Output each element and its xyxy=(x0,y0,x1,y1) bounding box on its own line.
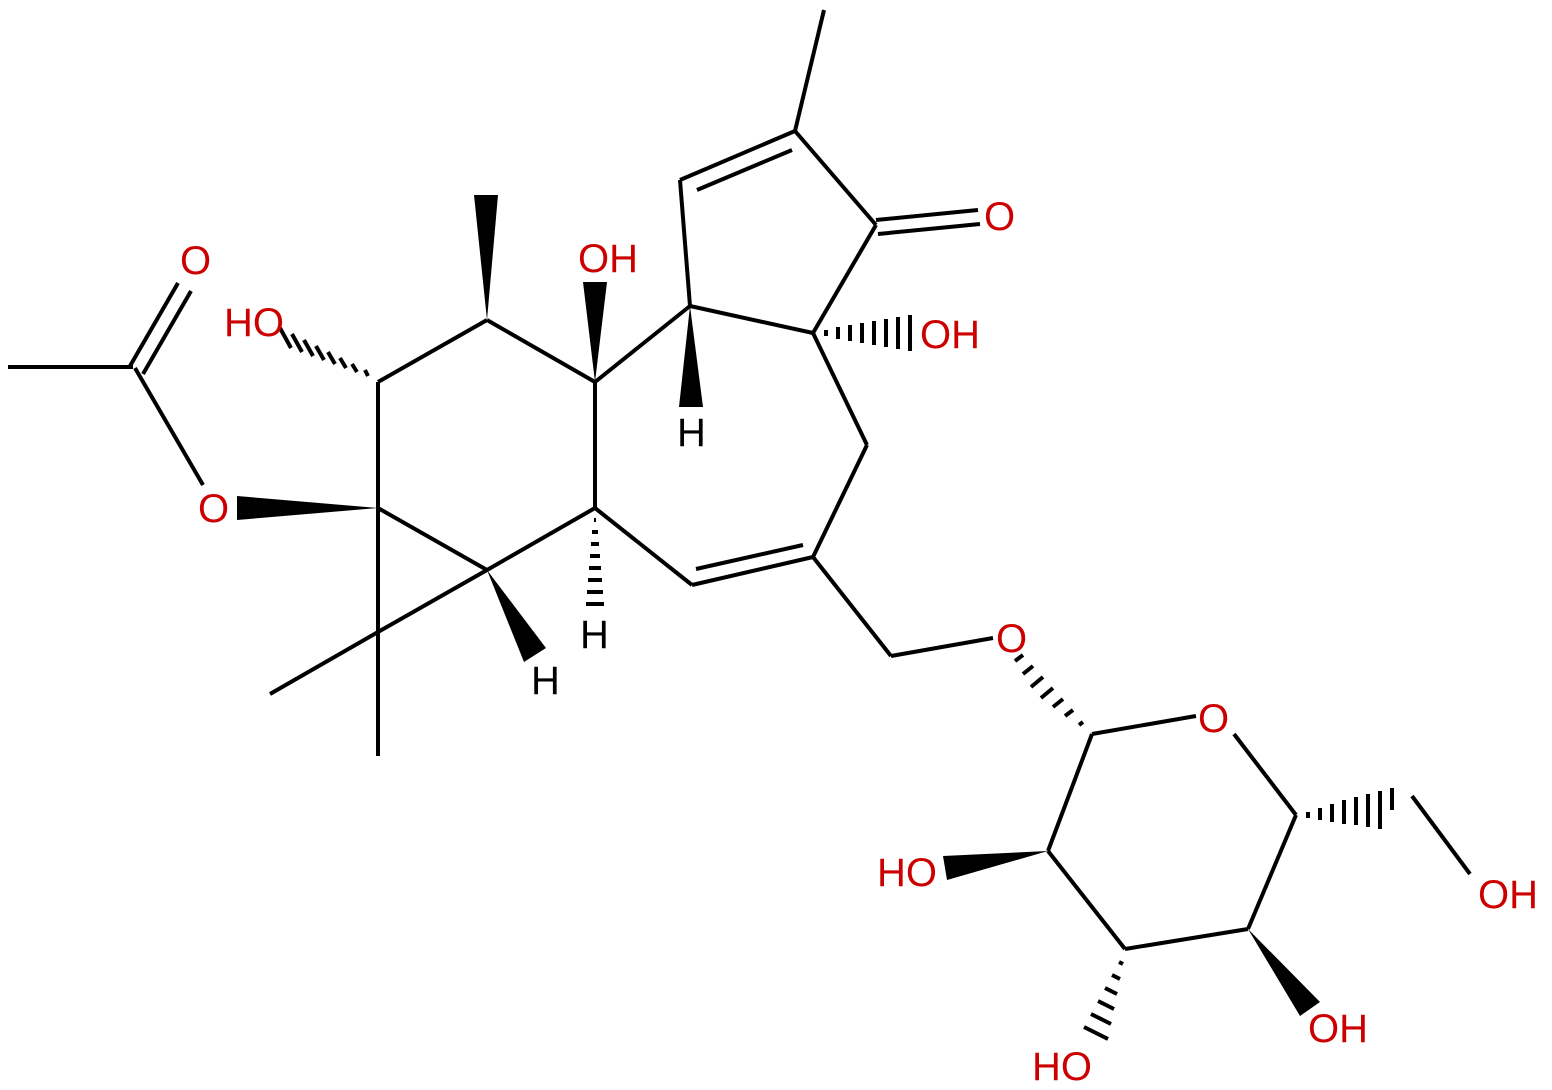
gem-methyl-a xyxy=(269,630,379,696)
sugar-c3-hydroxyl-label: HO xyxy=(1032,1045,1092,1089)
c9-hashed-bond xyxy=(278,327,370,377)
top-junction-h-wedge-bond xyxy=(679,306,703,407)
methyl-wedge-bond xyxy=(474,195,498,320)
ring-b-seven-membered xyxy=(593,304,869,587)
bond-c1-c2 xyxy=(689,304,814,335)
sugar-c6-hydroxymethyl: OH xyxy=(1306,788,1538,917)
c9-hydroxyl: HO xyxy=(224,301,370,377)
bond-c6-oh xyxy=(1410,794,1472,876)
alkene-bond-a xyxy=(691,555,814,587)
bond-c-c-ketone xyxy=(793,129,878,227)
bond-c2-c1 xyxy=(1046,733,1094,852)
ring-junction-top-h: H xyxy=(677,306,706,455)
bond-c9-c10 xyxy=(377,318,488,384)
cyclopropane-h-wedge-bond xyxy=(487,570,546,662)
ketone-double-bond-b xyxy=(877,222,981,236)
acetyl-ester-oxygen: O xyxy=(198,487,229,531)
ketone-oxygen: O xyxy=(984,195,1015,239)
tertiary-hydroxyl-label: OH xyxy=(920,313,980,357)
ketone-double-bond-a xyxy=(875,208,979,222)
glycosidic-linker: O xyxy=(811,555,1085,727)
ring-methyl-bond xyxy=(793,9,826,132)
bond-c7-c13 xyxy=(377,506,488,572)
sugar-c3-hashed-bond xyxy=(1083,960,1124,1041)
sugar-c2-wedge-bond xyxy=(943,851,1048,880)
sugar-c6-hydroxyl-label: OH xyxy=(1478,873,1538,917)
bottom-junction-hashed-bond xyxy=(586,518,604,606)
ester-o-wedge-bond xyxy=(237,496,378,520)
c4-oh-wedge-bond xyxy=(583,282,607,382)
bond-c1-c10 xyxy=(678,179,692,307)
carbonyl-double-bond-b xyxy=(141,289,193,376)
glucopyranose-ring: O xyxy=(1046,697,1298,951)
cyclopentenone-ring: O xyxy=(678,9,1015,335)
sugar-c2-hydroxyl-label: HO xyxy=(877,851,937,895)
bond-c5-c4 xyxy=(1246,814,1298,930)
acetyl-carbonyl-oxygen: O xyxy=(180,239,211,283)
bond-c8-c7 xyxy=(486,506,596,572)
bond-ketone-c2 xyxy=(811,223,878,335)
bond-c4-c3 xyxy=(1124,927,1249,951)
bond-c14-c7 xyxy=(377,568,488,634)
ring-alkene-a xyxy=(679,129,796,182)
ring-alkene-b xyxy=(696,148,793,192)
cyclopropane-ring: H xyxy=(269,508,560,756)
alkene-bond-b xyxy=(695,543,804,571)
sugar-c2-hydroxyl: HO xyxy=(877,851,1048,895)
bottom-junction-hydrogen: H xyxy=(580,613,609,657)
bond-ring-o-c5 xyxy=(1232,732,1298,817)
ring-oxygen: O xyxy=(1198,697,1229,741)
sugar-c3-hydroxyl: HO xyxy=(1032,960,1124,1089)
c4-hydroxyl-label: OH xyxy=(578,237,638,281)
sugar-c4-hydroxyl: OH xyxy=(1248,929,1368,1051)
c4-hydroxyl: OH xyxy=(578,237,638,382)
cyclopropane-hydrogen: H xyxy=(531,659,560,703)
bond-c3-c4 xyxy=(811,444,869,558)
bond-c1-ring-o xyxy=(1091,714,1197,736)
acetate-group: O O xyxy=(8,239,378,531)
bond-c4-ch2 xyxy=(811,555,893,658)
bond-c3-c2 xyxy=(1046,849,1127,951)
ring-a-six-membered xyxy=(376,318,597,572)
c5-hashed-bond xyxy=(1306,788,1394,829)
bond-c2-c3 xyxy=(811,332,869,446)
ring-junction-bottom-h: H xyxy=(580,518,609,657)
tertiary-hydroxyl: OH xyxy=(824,313,980,357)
bond-ch2-o xyxy=(890,636,994,658)
top-junction-hydrogen: H xyxy=(677,411,706,455)
bond-c5-c8 xyxy=(593,506,694,587)
anomeric-hashed-bond xyxy=(1013,653,1085,727)
sugar-c4-wedge-bond xyxy=(1248,929,1320,1016)
bond-c11-c1 xyxy=(593,304,692,384)
sugar-c4-hydroxyl-label: OH xyxy=(1308,1007,1368,1051)
ester-c-o-bond xyxy=(133,366,205,487)
bond-c10-c11 xyxy=(486,318,596,384)
tertiary-oh-hashed-bond xyxy=(824,315,912,351)
c9-hydroxyl-label: HO xyxy=(224,301,284,345)
carbonyl-double-bond-a xyxy=(128,281,180,368)
